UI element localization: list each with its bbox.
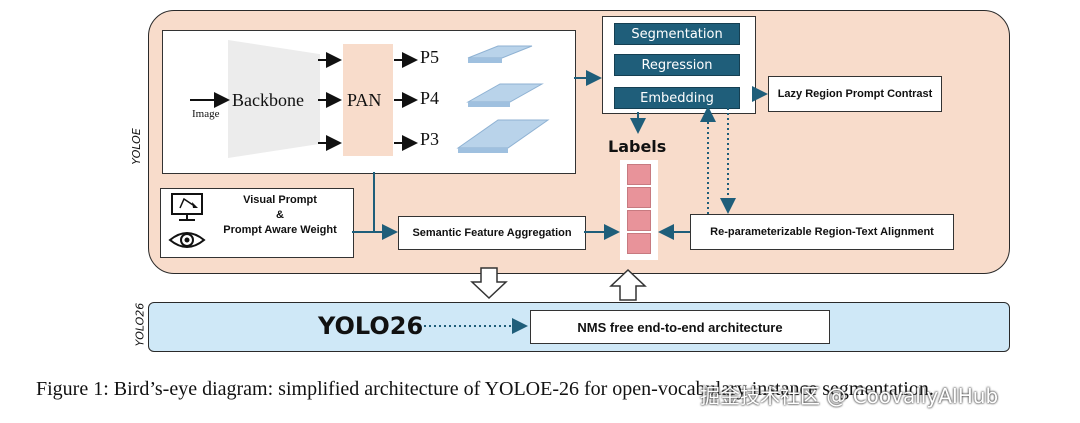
label-cell (627, 233, 651, 254)
level-p4: P4 (420, 88, 440, 108)
pan-label: PAN (347, 90, 382, 110)
eye-icon (168, 232, 206, 248)
label-cell (627, 164, 651, 185)
nms-free-box: NMS free end-to-end architecture (530, 310, 830, 344)
hollow-arrow-up (609, 268, 647, 301)
backbone-block (228, 40, 320, 158)
visual-prompt-line-3: Prompt Aware Weight (223, 224, 337, 236)
visual-prompt-line-2: & (276, 209, 284, 221)
image-label: Image (192, 108, 220, 120)
feature-plane-p3-side (458, 148, 508, 153)
label-cell (627, 210, 651, 231)
yolo26-title: YOLO26 (318, 312, 424, 340)
lazy-region-box: Lazy Region Prompt Contrast (768, 76, 942, 112)
monitor-pointer-icon (171, 193, 203, 221)
pan-block (343, 44, 393, 156)
visual-prompt-line-1: Visual Prompt (243, 194, 317, 206)
embedding-head: Embedding (614, 87, 740, 109)
labels-title: Labels (608, 137, 667, 156)
backbone-label: Backbone (232, 90, 304, 110)
semantic-aggregation-box: Semantic Feature Aggregation (398, 216, 586, 250)
feature-plane-p4-side (468, 102, 510, 107)
label-cell (627, 187, 651, 208)
level-p3: P3 (420, 129, 440, 149)
figure-caption: Figure 1: Bird’s-eye diagram: simplified… (36, 378, 934, 400)
hollow-arrow-down (470, 267, 508, 300)
feature-plane-p3 (456, 119, 550, 149)
feature-plane-p5-side (468, 58, 502, 63)
regression-head: Regression (614, 54, 740, 76)
level-p5: P5 (420, 47, 440, 67)
feature-plane-p5 (467, 45, 533, 59)
watermark: 掘金技术社区 @ CoovallyAIHub (700, 384, 999, 408)
segmentation-head: Segmentation (614, 23, 740, 45)
reparam-alignment-box: Re-parameterizable Region-Text Alignment (690, 214, 954, 250)
feature-plane-p4 (466, 83, 544, 103)
